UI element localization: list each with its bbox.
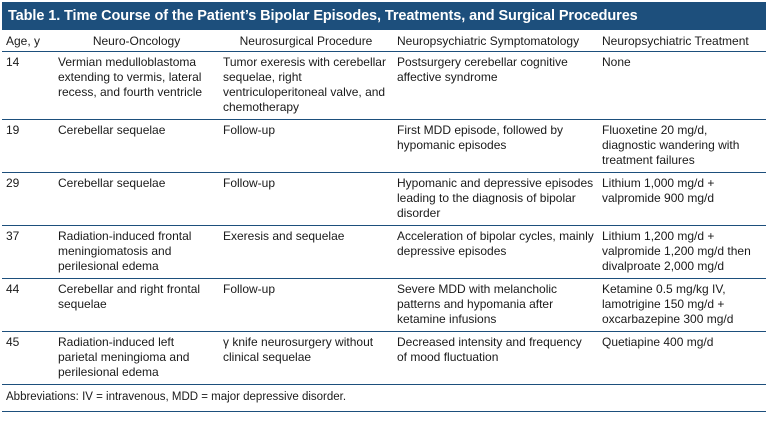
cell-treatment: Ketamine 0.5 mg/kg IV, lamotrigine 150 m… bbox=[598, 278, 766, 332]
table-footnote: Abbreviations: IV = intravenous, MDD = m… bbox=[6, 391, 347, 403]
table-row: 29 Cerebellar sequelae Follow-up Hypoman… bbox=[2, 172, 766, 226]
table-row: 45 Radiation-induced left parietal menin… bbox=[2, 331, 766, 385]
table-row: 44 Cerebellar and right frontal sequelae… bbox=[2, 278, 766, 332]
cell-treatment: None bbox=[598, 51, 766, 120]
cell-neuro-oncology: Cerebellar and right frontal sequelae bbox=[54, 278, 219, 332]
cell-procedure: Exeresis and sequelae bbox=[219, 225, 393, 279]
column-header-procedure: Neurosurgical Procedure bbox=[219, 30, 393, 52]
table-row: 37 Radiation-induced frontal meningiomat… bbox=[2, 225, 766, 279]
cell-neuro-oncology: Vermian medulloblastoma extending to ver… bbox=[54, 51, 219, 120]
cell-procedure: Follow-up bbox=[219, 278, 393, 332]
table-row: 19 Cerebellar sequelae Follow-up First M… bbox=[2, 119, 766, 173]
cell-symptomatology: Severe MDD with melancholic patterns and… bbox=[393, 278, 598, 332]
cell-neuro-oncology: Radiation-induced frontal meningiomatosi… bbox=[54, 225, 219, 279]
column-header-treatment: Neuropsychiatric Treatment bbox=[598, 30, 766, 52]
cell-age: 14 bbox=[2, 51, 54, 120]
table-title: Table 1. Time Course of the Patient’s Bi… bbox=[2, 2, 766, 30]
cell-symptomatology: First MDD episode, followed by hypomanic… bbox=[393, 119, 598, 173]
cell-treatment: Quetiapine 400 mg/d bbox=[598, 331, 766, 385]
column-header-neuro-oncology: Neuro-Oncology bbox=[54, 30, 219, 52]
column-header-symptomatology: Neuropsychiatric Symptomatology bbox=[393, 30, 598, 52]
header-row: Age, y Neuro-Oncology Neurosurgical Proc… bbox=[2, 30, 766, 52]
cell-procedure: Follow-up bbox=[219, 119, 393, 173]
cell-symptomatology: Postsurgery cerebellar cognitive affecti… bbox=[393, 51, 598, 120]
data-table: Age, y Neuro-Oncology Neurosurgical Proc… bbox=[2, 30, 766, 385]
cell-treatment: Lithium 1,200 mg/d + valpromide 1,200 mg… bbox=[598, 225, 766, 279]
column-header-age: Age, y bbox=[2, 30, 54, 52]
cell-symptomatology: Acceleration of bipolar cycles, mainly d… bbox=[393, 225, 598, 279]
cell-symptomatology: Hypomanic and depressive episodes leadin… bbox=[393, 172, 598, 226]
cell-age: 44 bbox=[2, 278, 54, 332]
table-row: 14 Vermian medulloblastoma extending to … bbox=[2, 51, 766, 120]
cell-treatment: Lithium 1,000 mg/d + valpromide 900 mg/d bbox=[598, 172, 766, 226]
table-container: Table 1. Time Course of the Patient’s Bi… bbox=[2, 2, 766, 412]
cell-neuro-oncology: Radiation-induced left parietal meningio… bbox=[54, 331, 219, 385]
cell-procedure: γ knife neurosurgery without clinical se… bbox=[219, 331, 393, 385]
cell-procedure: Tumor exeresis with cerebellar sequelae,… bbox=[219, 51, 393, 120]
cell-procedure: Follow-up bbox=[219, 172, 393, 226]
cell-neuro-oncology: Cerebellar sequelae bbox=[54, 172, 219, 226]
cell-age: 19 bbox=[2, 119, 54, 173]
cell-age: 45 bbox=[2, 331, 54, 385]
cell-treatment: Fluoxetine 20 mg/d, diagnostic wandering… bbox=[598, 119, 766, 173]
cell-neuro-oncology: Cerebellar sequelae bbox=[54, 119, 219, 173]
cell-symptomatology: Decreased intensity and frequency of moo… bbox=[393, 331, 598, 385]
cell-age: 29 bbox=[2, 172, 54, 226]
cell-age: 37 bbox=[2, 225, 54, 279]
